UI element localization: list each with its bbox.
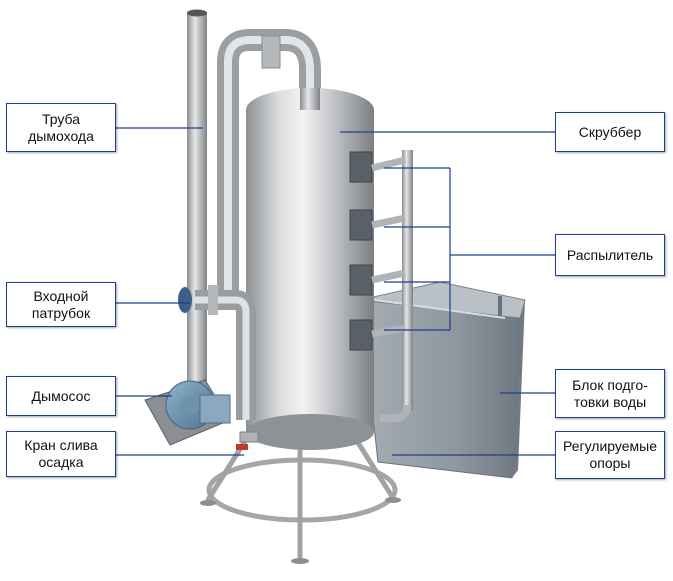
label-inlet-text: Входной патрубок <box>31 287 91 321</box>
label-sprayer: Распылитель <box>555 234 665 276</box>
label-chimney-text: Труба дымохода <box>28 110 94 144</box>
leg-feet <box>200 497 401 564</box>
label-scrubber-text: Скруббер <box>578 123 642 140</box>
label-supports-text: Регулируемые опоры <box>562 438 658 471</box>
spray-manifold <box>371 150 413 422</box>
label-water: Блок подго- товки воды <box>555 369 665 418</box>
drain-valve <box>236 431 259 450</box>
label-supports: Регулируемые опоры <box>555 431 665 479</box>
smoke-exhauster <box>144 379 231 446</box>
label-fan: Дымосос <box>6 376 116 416</box>
label-drain: Кран слива осадка <box>6 431 116 477</box>
water-treatment-tank <box>359 281 526 479</box>
label-sprayer-text: Распылитель <box>566 246 654 263</box>
top-bend-pipe <box>217 29 321 300</box>
inlet-pipe <box>178 285 256 420</box>
label-fan-text: Дымосос <box>31 387 91 404</box>
label-drain-text: Кран слива осадка <box>24 437 98 470</box>
leader-lines <box>115 127 555 456</box>
label-scrubber: Скруббер <box>555 112 665 152</box>
label-water-text: Блок подго- товки воды <box>572 376 648 410</box>
label-chimney: Труба дымохода <box>6 103 116 152</box>
label-inlet: Входной патрубок <box>6 282 116 327</box>
chimney-pipe <box>187 9 207 412</box>
